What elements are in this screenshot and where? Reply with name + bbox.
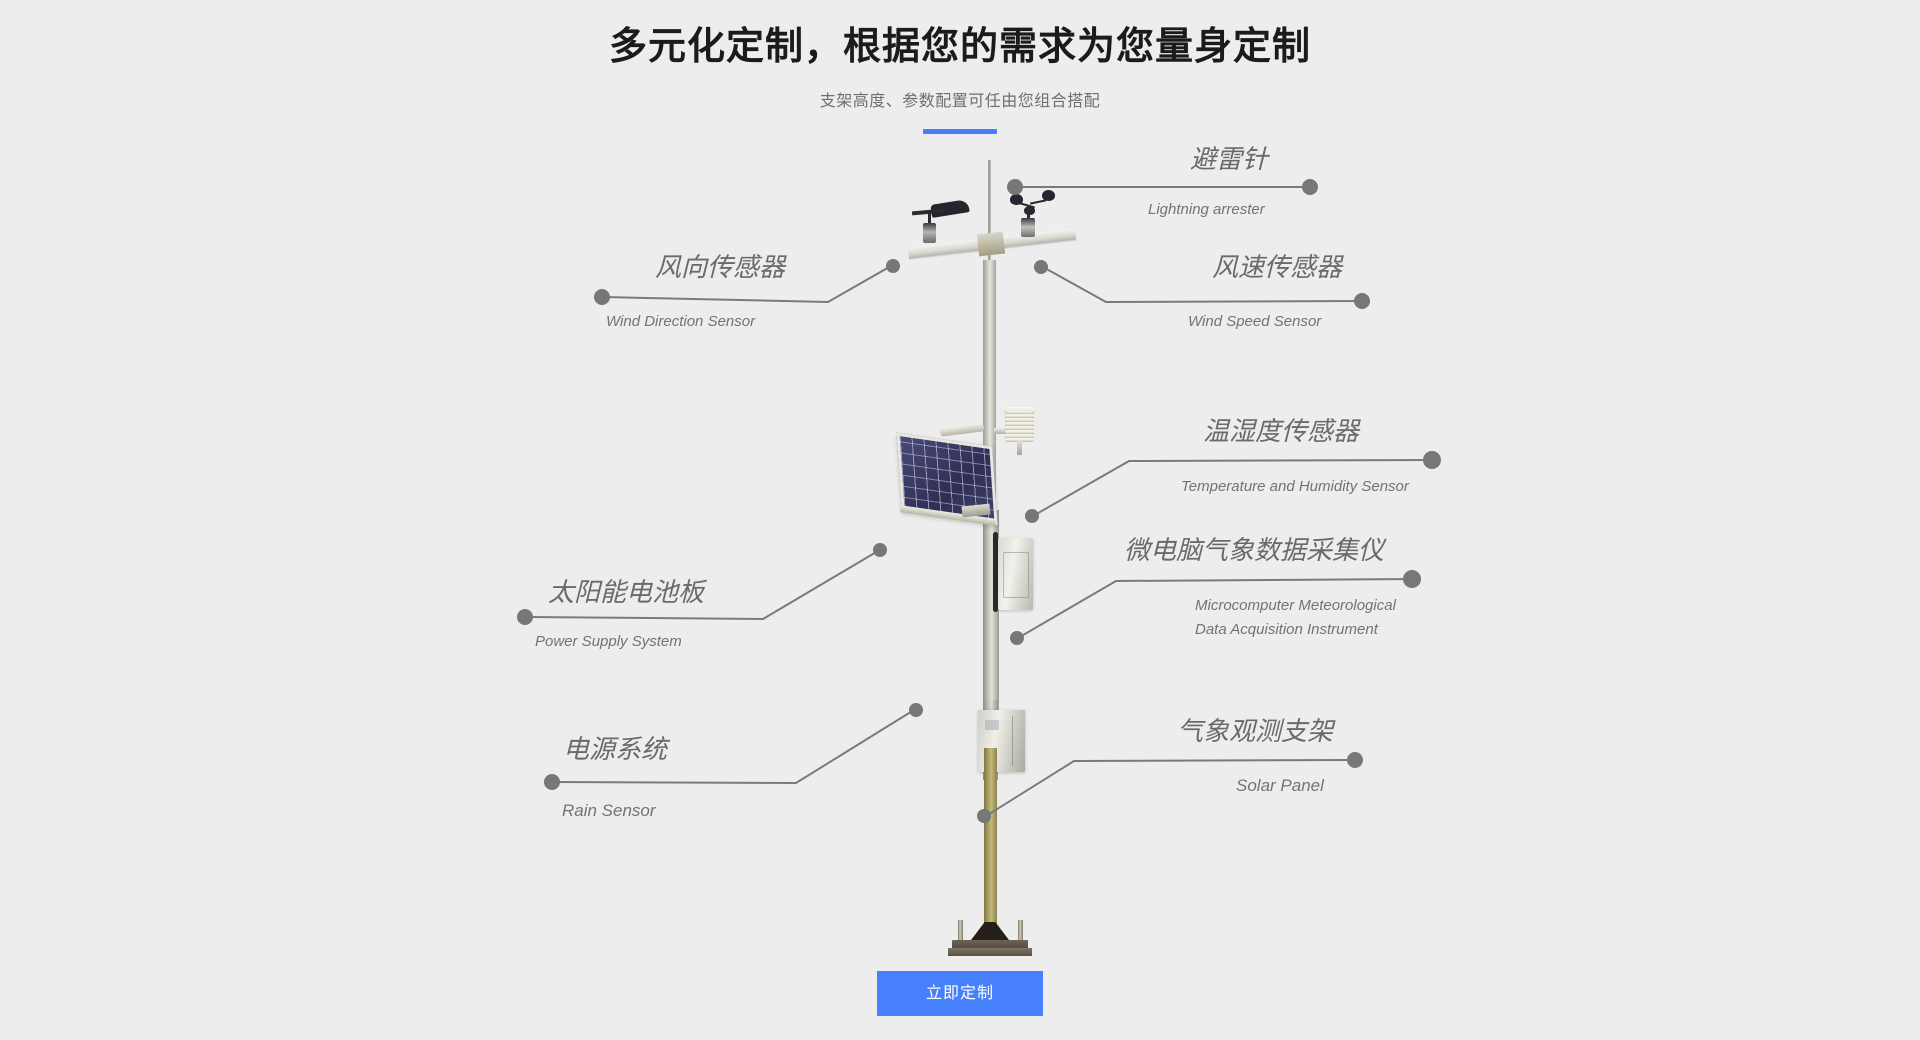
leader-dot <box>1423 451 1441 469</box>
wind-vane-base-part <box>923 223 936 243</box>
callout-label-cn: 温湿度传感器 <box>1203 416 1360 446</box>
callout-data-acquisition-instrument[interactable]: 微电脑气象数据采集仪 <box>1124 536 1384 565</box>
callout-label-en-line2: Data Acquisition Instrument <box>1195 620 1378 638</box>
callout-wind-speed-sensor-en: Wind Speed Sensor <box>1188 305 1321 333</box>
anemometer-stem-part <box>1027 208 1030 222</box>
leader-dot <box>873 543 887 557</box>
power-cabinet-door-part <box>982 716 1013 766</box>
callout-temperature-humidity-sensor[interactable]: 温湿度传感器 <box>1203 417 1359 446</box>
anemometer-cup-part <box>1010 194 1023 205</box>
lightning-rod-part <box>988 160 991 268</box>
callout-solar-panel-bracket-en: Solar Panel <box>1236 768 1324 799</box>
callout-label-en: Lightning arrester <box>1148 201 1265 218</box>
solar-panel-top-bar-part <box>939 423 985 437</box>
leader-dot <box>1403 570 1421 588</box>
anemometer-cup-part <box>1042 190 1055 201</box>
callout-lightning-arrester-en: Lightning arrester <box>1148 193 1265 221</box>
callout-label-cn: 避雷针 <box>1190 144 1269 174</box>
leader-dot <box>1347 752 1363 768</box>
callout-label-en: Solar Panel <box>1236 776 1324 795</box>
logger-cable-part <box>993 532 998 612</box>
callout-lightning-arrester[interactable]: 避雷针 <box>1190 145 1268 174</box>
callout-label-en: Rain Sensor <box>562 801 656 820</box>
base-plate-lower-part <box>948 948 1032 956</box>
callout-rain-sensor[interactable]: 电源系统 <box>563 735 667 764</box>
anchor-bolt-part <box>958 920 963 942</box>
header: 多元化定制，根据您的需求为您量身定制 支架高度、参数配置可任由您组合搭配 <box>0 0 1920 135</box>
callout-label-en: Wind Direction Sensor <box>606 313 756 330</box>
callout-data-acquisition-instrument-en: Microcomputer Meteorological Data Acquis… <box>1195 589 1396 641</box>
callout-label-cn: 气象观测支架 <box>1177 716 1334 746</box>
leader-dot <box>1354 293 1370 309</box>
callout-label-en: Temperature and Humidity Sensor <box>1181 478 1409 495</box>
callout-label-cn: 风向传感器 <box>655 252 786 282</box>
callout-wind-direction-sensor-en: Wind Direction Sensor <box>606 305 755 333</box>
customize-now-button[interactable]: 立即定制 <box>877 971 1043 1016</box>
power-cabinet-label-part <box>985 720 999 730</box>
radiation-shield-arm-part <box>994 428 1010 434</box>
callout-label-en-line1: Microcomputer Meteorological <box>1195 597 1396 614</box>
humidity-probe-part <box>1017 441 1022 455</box>
radiation-shield-part <box>1005 410 1034 442</box>
callout-temperature-humidity-sensor-en: Temperature and Humidity Sensor <box>1181 470 1409 498</box>
page-subtitle: 支架高度、参数配置可任由您组合搭配 <box>819 93 1101 111</box>
callout-wind-direction-sensor[interactable]: 风向传感器 <box>655 253 785 282</box>
pole-bottom-part <box>984 748 997 938</box>
callout-label-cn: 电源系统 <box>563 734 668 764</box>
weather-station-image <box>890 160 1077 956</box>
callout-label-cn: 微电脑气象数据采集仪 <box>1124 535 1385 565</box>
leader-dot <box>517 609 533 625</box>
callout-rain-sensor-en: Rain Sensor <box>562 793 656 824</box>
cta-section: 立即定制 <box>0 971 1920 1016</box>
callout-solar-panel-bracket[interactable]: 气象观测支架 <box>1177 717 1333 746</box>
anemometer-base-part <box>1021 218 1035 237</box>
leader-dot <box>1302 179 1318 195</box>
leader-dot <box>544 774 560 790</box>
callout-label-cn: 太阳能电池板 <box>548 577 705 607</box>
callout-label-en: Wind Speed Sensor <box>1188 313 1322 330</box>
wind-vane-stem-part <box>928 210 931 226</box>
callout-power-supply-system[interactable]: 太阳能电池板 <box>548 578 704 607</box>
data-logger-panel-part <box>1003 552 1029 598</box>
callout-wind-speed-sensor[interactable]: 风速传感器 <box>1212 253 1342 282</box>
page-title: 多元化定制，根据您的需求为您量身定制 <box>608 26 1311 68</box>
leader-dot <box>594 289 610 305</box>
callout-label-cn: 风速传感器 <box>1212 252 1343 282</box>
cross-arm-clamp-part <box>976 231 1006 257</box>
accent-bar <box>923 129 997 135</box>
callout-power-supply-system-en: Power Supply System <box>535 625 682 653</box>
callout-label-en: Power Supply System <box>535 633 682 650</box>
anchor-bolt-part <box>1018 920 1023 942</box>
